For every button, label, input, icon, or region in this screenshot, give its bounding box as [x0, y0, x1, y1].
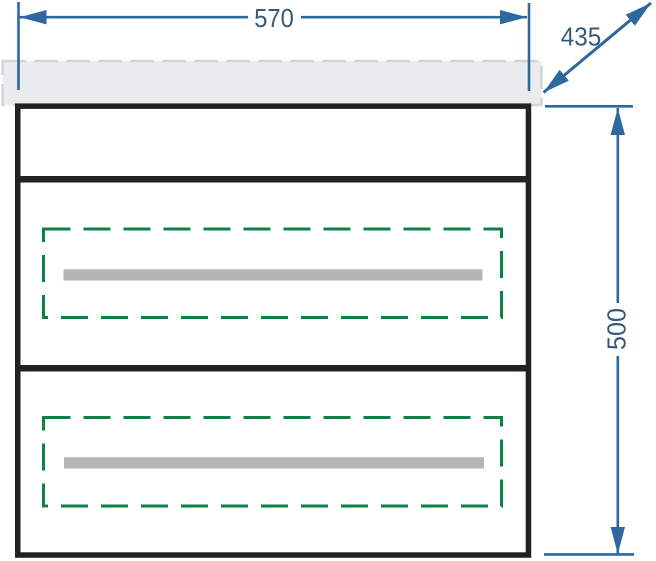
- svg-text:435: 435: [561, 21, 602, 51]
- svg-text:500: 500: [602, 308, 632, 350]
- svg-text:570: 570: [254, 3, 294, 33]
